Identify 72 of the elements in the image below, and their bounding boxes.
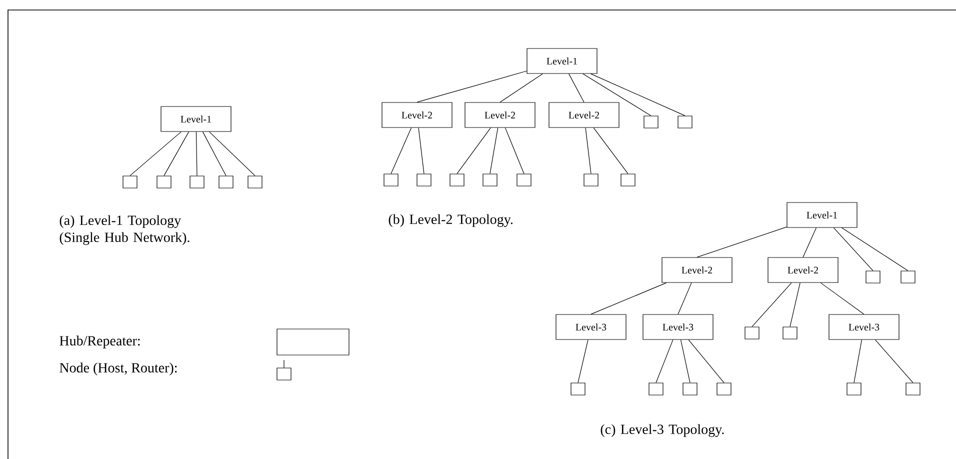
hub-box: Level-2	[662, 257, 732, 283]
node-square	[648, 382, 664, 396]
node-square	[416, 174, 432, 186]
connector-line	[590, 74, 686, 116]
hub-box: Level-1	[786, 202, 858, 228]
connector-line	[490, 128, 498, 174]
node-square	[900, 270, 916, 284]
connector-line	[196, 132, 198, 176]
hub-box: Level-2	[382, 102, 452, 128]
node-square	[744, 326, 760, 340]
node-square	[782, 326, 798, 340]
node-square	[716, 382, 732, 396]
node-square	[682, 382, 698, 396]
connector-line	[568, 74, 584, 102]
connector-line	[390, 128, 412, 174]
connector-line	[841, 228, 908, 271]
node-square	[644, 116, 658, 128]
node-square	[450, 174, 464, 186]
connector-line	[416, 70, 527, 102]
node-square	[620, 174, 636, 186]
connector-line	[504, 128, 524, 174]
connector-line	[209, 132, 256, 176]
node-square	[866, 270, 880, 284]
hub-box: Level-2	[548, 102, 620, 128]
connector-line	[656, 340, 674, 383]
connector-line	[582, 74, 652, 116]
connector-line	[696, 226, 787, 258]
node-square	[584, 174, 598, 186]
connector-line	[202, 132, 226, 176]
connector-line	[456, 128, 491, 174]
hub-box: Level-1	[160, 106, 232, 132]
connector-line	[790, 282, 800, 327]
connector-line	[500, 74, 544, 102]
caption: (b) Level-2 Topology.	[388, 214, 513, 227]
connector-line	[854, 340, 862, 383]
node-square	[384, 174, 398, 186]
connector-line	[678, 282, 692, 314]
connector-line	[585, 128, 592, 174]
node-square	[906, 382, 920, 396]
connector-line	[680, 340, 690, 383]
node-square	[156, 176, 172, 188]
legend-text: Hub/Repeater:	[60, 336, 140, 348]
node-square	[190, 176, 204, 188]
connector-line	[833, 228, 874, 271]
connector-line	[874, 340, 914, 383]
connector-line	[164, 132, 190, 176]
connector-line	[802, 228, 817, 258]
node-square	[248, 176, 262, 188]
hub-box: Level-2	[464, 102, 536, 128]
connector-line	[820, 282, 864, 314]
node-square	[218, 176, 234, 188]
node-square	[482, 174, 498, 186]
hub-box: Level-3	[556, 314, 626, 340]
connector-line	[752, 282, 792, 327]
connector-line	[590, 282, 667, 314]
hub-box: Level-1	[526, 48, 598, 74]
node-square	[846, 382, 862, 396]
node-square	[516, 174, 532, 186]
caption: (c) Level-3 Topology.	[600, 424, 724, 437]
connector-line	[688, 340, 724, 383]
node-square	[678, 116, 692, 128]
hub-box: Level-3	[642, 314, 714, 340]
hub-box: Level-3	[828, 314, 900, 340]
node-square	[570, 382, 586, 396]
connector-line	[418, 128, 424, 174]
caption: (a) Level-1 Topology (Single Hub Network).	[60, 215, 190, 245]
node-square	[122, 176, 138, 188]
connector-line	[593, 128, 628, 174]
hub-box: Level-2	[768, 257, 838, 283]
connector-line	[130, 132, 182, 176]
legend-text: Node (Host, Router):	[60, 362, 177, 376]
connector-line	[578, 340, 588, 383]
